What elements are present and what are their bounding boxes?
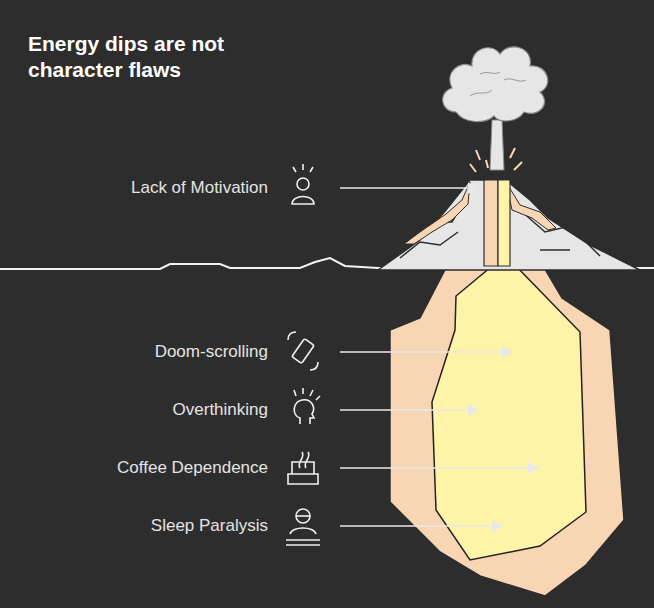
leader-line — [340, 351, 512, 353]
volcano-mountain — [378, 180, 640, 270]
conduit — [498, 180, 510, 266]
diagram-title: Energy dips are not character flaws — [28, 31, 288, 83]
magma-chamber-inner — [432, 262, 586, 560]
lava-flow — [404, 182, 470, 244]
callout-label: Lack of Motivation — [131, 178, 268, 198]
head-icon — [294, 388, 320, 424]
smoke-column — [490, 120, 504, 170]
leader-line — [340, 409, 478, 411]
callout-label: Doom-scrolling — [155, 342, 268, 362]
cloud-detail — [470, 72, 526, 96]
phone-icon — [288, 332, 318, 370]
callout-label: Sleep Paralysis — [151, 516, 268, 536]
smoke-cloud — [443, 47, 548, 122]
leader-line — [340, 467, 538, 469]
lava-flow — [506, 182, 556, 230]
conduit — [484, 180, 498, 266]
callout-label: Coffee Dependence — [117, 458, 268, 478]
coffee-icon — [288, 452, 318, 484]
callout-label: Overthinking — [173, 400, 268, 420]
sleep-icon — [286, 509, 320, 545]
motivation-icon — [292, 164, 314, 204]
leader-line — [340, 525, 502, 527]
leader-line — [340, 187, 478, 189]
